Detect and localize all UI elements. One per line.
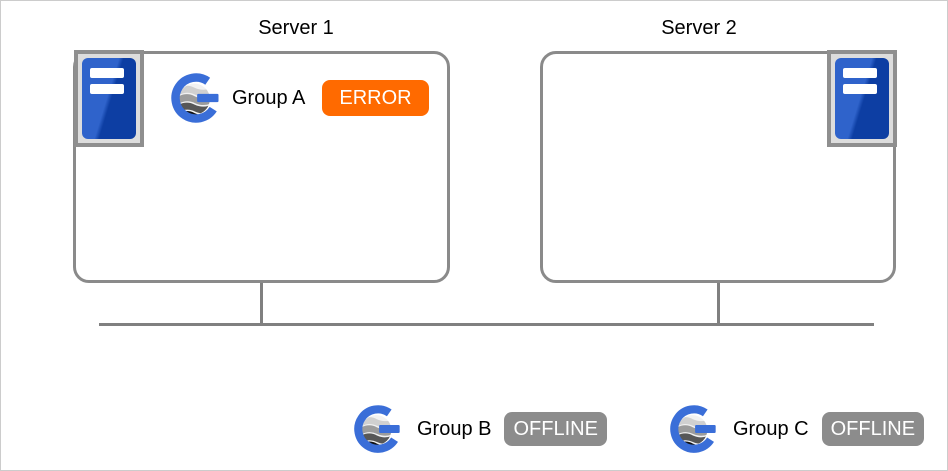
group-name-label: Group C bbox=[733, 417, 809, 440]
drive-bay-bar bbox=[90, 84, 124, 94]
server-tower-body bbox=[82, 58, 136, 139]
group-row-c: Group C OFFLINE bbox=[668, 403, 925, 455]
server-2-title: Server 2 bbox=[661, 17, 737, 39]
group-name-label: Group A bbox=[232, 86, 306, 109]
server-tower-icon bbox=[827, 50, 897, 147]
status-badge: ERROR bbox=[322, 80, 429, 116]
status-badge: OFFLINE bbox=[821, 412, 925, 446]
status-badge: OFFLINE bbox=[504, 412, 607, 446]
drive-bay-bar bbox=[90, 68, 124, 78]
group-logo-icon bbox=[169, 71, 223, 125]
group-logo-icon bbox=[352, 403, 404, 455]
group-row-b: Group B OFFLINE bbox=[352, 403, 607, 455]
group-name-label: Group B bbox=[417, 417, 492, 440]
group-logo-icon bbox=[668, 403, 720, 455]
server-1-network-connector bbox=[260, 282, 263, 326]
server-tower-body bbox=[835, 58, 889, 139]
group-row-a: Group A ERROR bbox=[169, 70, 429, 126]
network-bus-line bbox=[99, 323, 874, 326]
server-2-network-connector bbox=[717, 282, 720, 326]
server-1-title: Server 1 bbox=[258, 17, 334, 39]
drive-bay-bar bbox=[843, 84, 877, 94]
server-tower-icon bbox=[74, 50, 144, 147]
drive-bay-bar bbox=[843, 68, 877, 78]
